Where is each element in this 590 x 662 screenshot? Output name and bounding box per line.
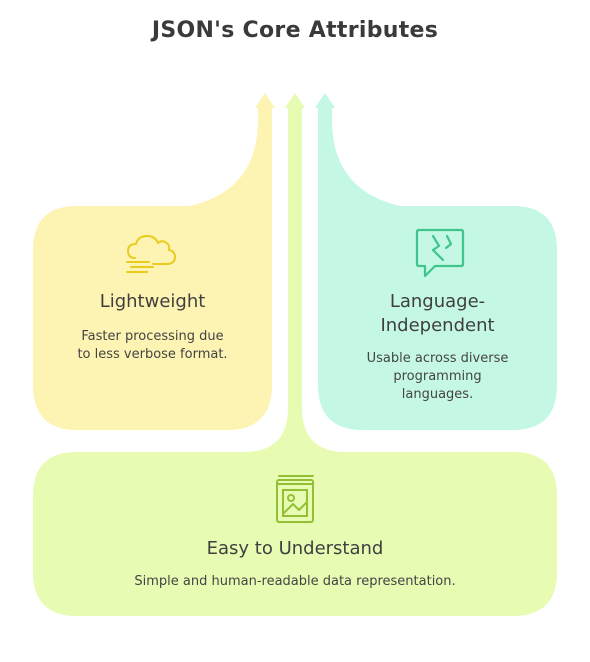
lightweight-card-shape xyxy=(33,108,272,430)
lightweight-desc-line2: to less verbose format. xyxy=(77,347,228,362)
language-desc-line1: Usable across diverse xyxy=(366,351,509,366)
easy-card-shape xyxy=(33,108,557,616)
lightweight-arrowhead xyxy=(255,93,275,108)
language-desc-line2: programming xyxy=(393,369,482,384)
easy-arrowhead xyxy=(285,93,305,108)
easy-text: Easy to Understand Simple and human-read… xyxy=(33,537,557,591)
easy-title: Easy to Understand xyxy=(206,538,384,559)
lightweight-desc-line1: Faster processing due xyxy=(81,329,224,344)
broken-chat-icon xyxy=(415,228,465,278)
language-text: Language- Independent Usable across dive… xyxy=(318,290,557,404)
lightweight-text: Lightweight Faster processing due to les… xyxy=(33,290,272,364)
language-title-line1: Language- xyxy=(389,291,486,312)
cloud-wind-icon xyxy=(126,235,176,273)
lightweight-title: Lightweight xyxy=(99,291,206,312)
picture-book-icon xyxy=(276,475,314,523)
language-card-shape xyxy=(318,108,557,430)
language-title-line2: Independent xyxy=(380,315,495,336)
language-desc-line3: languages. xyxy=(401,387,474,402)
easy-desc: Simple and human-readable data represent… xyxy=(134,574,456,589)
diagram-title: JSON's Core Attributes xyxy=(151,18,439,43)
language-arrowhead xyxy=(315,93,335,108)
